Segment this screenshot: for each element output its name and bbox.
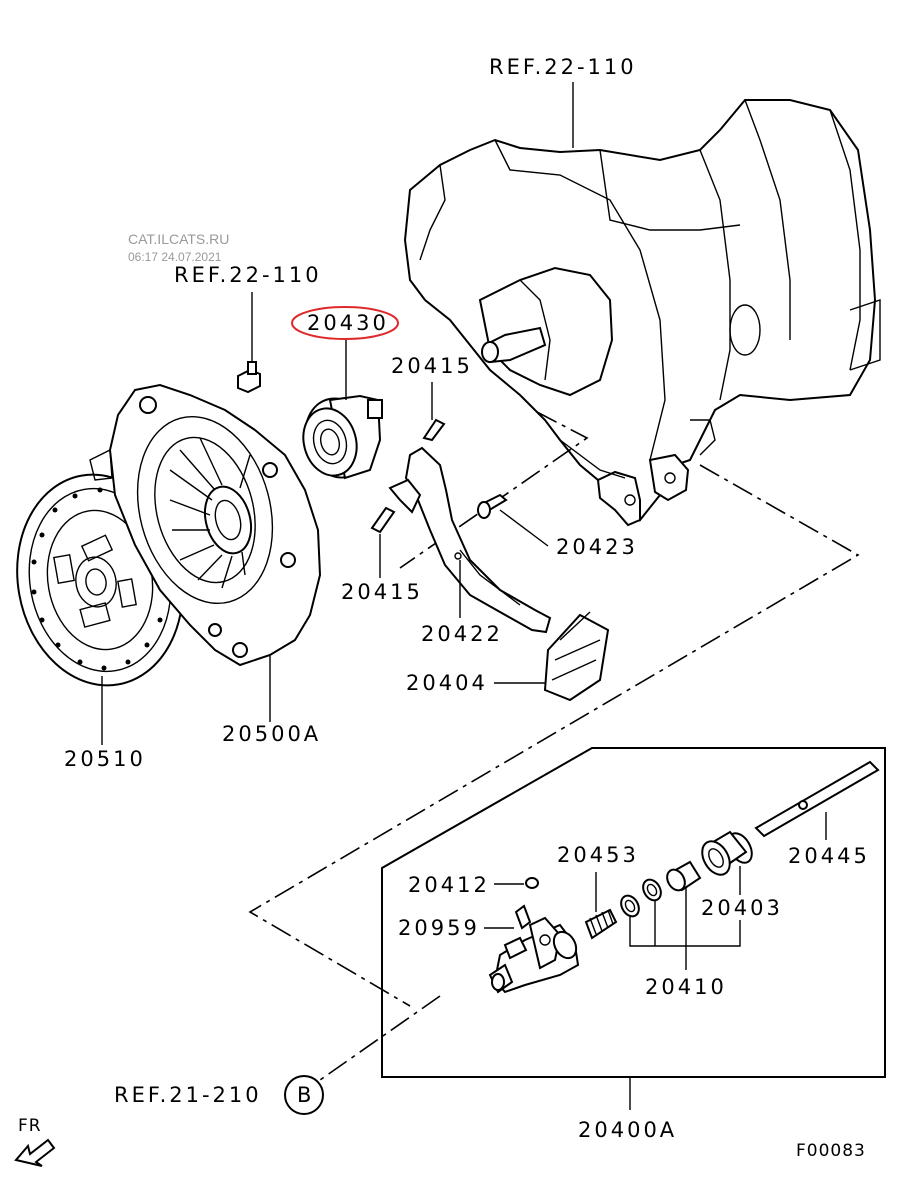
label-20403[interactable]: 20403 <box>701 896 783 920</box>
label-circle-b[interactable]: B <box>297 1083 312 1107</box>
watermark-site: CAT.ILCATS.RU <box>128 231 230 247</box>
label-ref-transmission-top[interactable]: REF.22-110 <box>489 55 637 79</box>
front-arrow-icon <box>14 1138 56 1167</box>
release-fork-boot <box>494 611 610 702</box>
return-spring <box>584 872 618 940</box>
slave-cylinder-box <box>381 747 886 1110</box>
release-bearing <box>302 338 383 480</box>
label-20410[interactable]: 20410 <box>645 975 727 999</box>
label-20412[interactable]: 20412 <box>408 873 490 897</box>
slave-cylinder-body <box>488 916 580 994</box>
label-20453[interactable]: 20453 <box>557 843 639 867</box>
label-20400A[interactable]: 20400A <box>578 1118 678 1142</box>
clip-lower <box>370 506 396 578</box>
label-20430[interactable]: 20430 <box>307 311 389 335</box>
release-fork <box>388 446 552 634</box>
pressure-plate <box>89 383 322 722</box>
label-20959[interactable]: 20959 <box>398 916 480 940</box>
highlight-oval <box>291 306 399 340</box>
fork-pivot <box>477 493 549 547</box>
figure-code: F00083 <box>796 1141 866 1161</box>
label-20404[interactable]: 20404 <box>406 671 488 695</box>
pivot-bolt <box>237 292 261 394</box>
label-20510[interactable]: 20510 <box>64 747 146 771</box>
bleeder-cap <box>494 877 539 889</box>
label-ref-b[interactable]: REF.21-210 <box>114 1083 262 1107</box>
diaphragm-fingers <box>169 437 251 589</box>
piston-kit <box>620 860 741 970</box>
transmission-housing <box>403 82 881 527</box>
label-20422[interactable]: 20422 <box>421 622 503 646</box>
bleeder-screw <box>484 904 532 930</box>
pushrod <box>754 760 880 840</box>
watermark-timestamp: 06:17 24.07.2021 <box>128 250 222 264</box>
clip-upper <box>422 382 446 442</box>
cylinder-boot <box>701 830 753 895</box>
label-20423[interactable]: 20423 <box>556 535 638 559</box>
label-20415-bottom[interactable]: 20415 <box>341 580 423 604</box>
label-ref-transmission-left[interactable]: REF.22-110 <box>174 263 322 287</box>
reference-lines <box>248 411 860 1081</box>
label-20445[interactable]: 20445 <box>788 844 870 868</box>
label-20500A[interactable]: 20500A <box>222 722 322 746</box>
label-20415-top[interactable]: 20415 <box>391 354 473 378</box>
reference-circle-b <box>284 1075 324 1115</box>
label-front: FR <box>18 1116 42 1136</box>
